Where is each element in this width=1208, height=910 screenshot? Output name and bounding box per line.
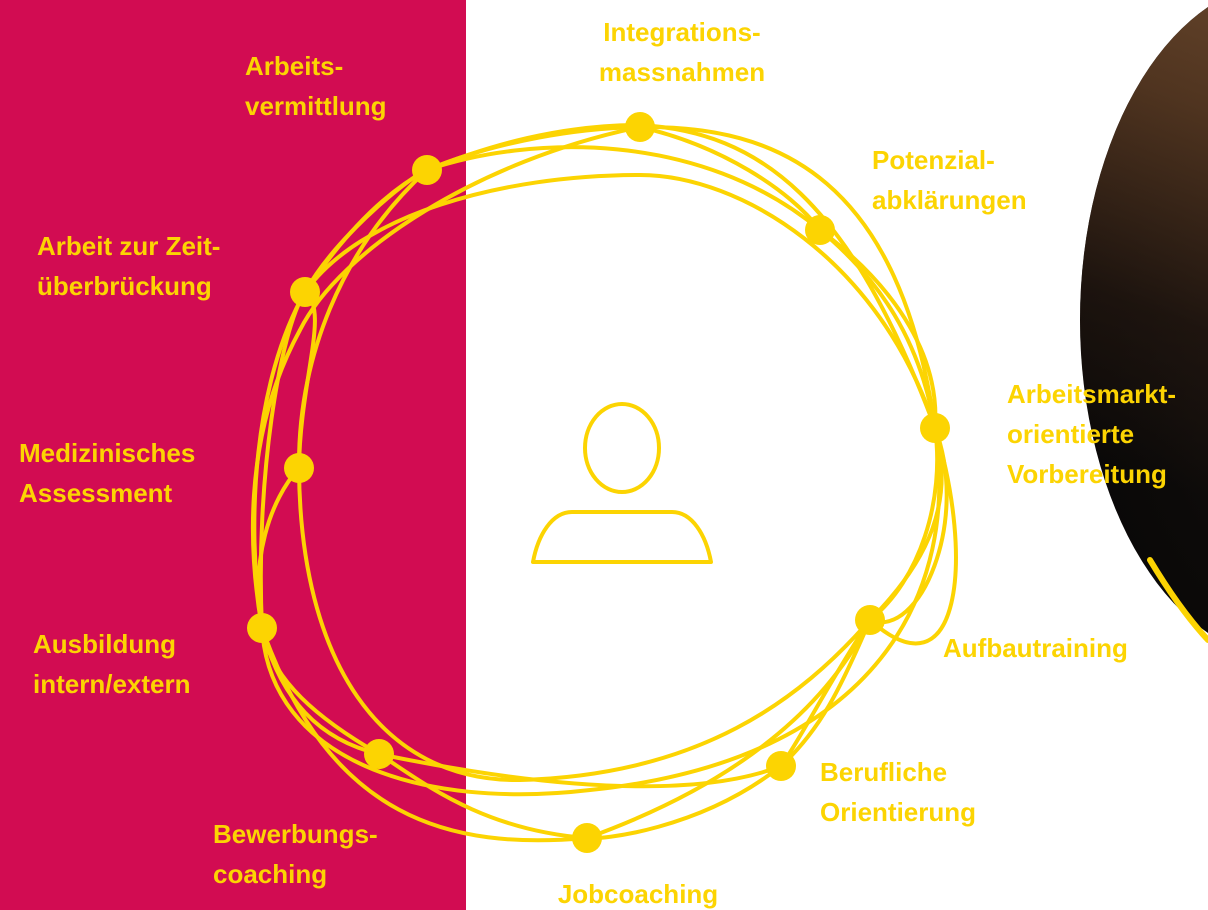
node-label-aufbautraining: Aufbautraining	[943, 628, 1128, 668]
node-label-line: Medizinisches	[19, 438, 196, 468]
loop-lines	[250, 122, 958, 843]
node-label-line: Integrations-	[603, 17, 761, 47]
node-label-potenzialabklaerungen: Potenzial-abklärungen	[872, 140, 1027, 220]
node-dot-medizinisches-assessment	[284, 453, 314, 483]
photo-rim	[1147, 557, 1208, 643]
node-label-bewerbungscoaching: Bewerbungs-coaching	[213, 814, 378, 894]
portrait-photo	[1080, 0, 1208, 660]
node-label-line: vermittlung	[245, 91, 387, 121]
node-label-line: Arbeitsmarkt-	[1007, 379, 1177, 409]
photo-hair	[1080, 0, 1208, 660]
person-body	[531, 510, 713, 564]
node-label-jobcoaching: Jobcoaching	[558, 874, 718, 910]
node-dots	[247, 112, 950, 853]
loop-line-5	[256, 145, 940, 789]
node-label-line: massnahmen	[598, 57, 766, 87]
node-label-line: Vorbereitung	[1007, 459, 1167, 489]
node-dot-arbeitsmarktorientierte-vorbereitung	[920, 413, 950, 443]
node-label-line: Ausbildung	[33, 629, 176, 659]
node-label-line: Arbeit zur Zeit-	[37, 231, 221, 261]
node-label-line: überbrückung	[37, 271, 212, 301]
node-dot-berufliche-orientierung	[766, 751, 796, 781]
node-label-integrationsmassnahmen: Integrations-massnahmen	[599, 12, 765, 92]
node-label-line: orientierte	[1007, 419, 1135, 449]
node-dot-aufbautraining	[855, 605, 885, 635]
node-label-line: Potenzial-	[872, 145, 995, 175]
node-dot-ausbildung	[247, 613, 277, 643]
person-head	[583, 402, 661, 494]
person-icon	[531, 402, 713, 564]
node-label-line: Jobcoaching	[557, 879, 719, 909]
node-label-line: Arbeits-	[245, 51, 344, 81]
node-dot-potenzialabklaerungen	[805, 215, 835, 245]
node-dot-jobcoaching	[572, 823, 602, 853]
node-label-ausbildung: Ausbildung intern/extern	[33, 624, 191, 704]
node-dot-bewerbungscoaching	[364, 739, 394, 769]
node-dot-arbeitsvermittlung	[412, 155, 442, 185]
node-label-line: coaching	[213, 859, 328, 889]
node-label-line: Aufbautraining	[943, 633, 1128, 663]
node-label-line: Assessment	[19, 478, 173, 508]
loop-line-4	[252, 172, 944, 841]
node-label-line: intern/extern	[33, 669, 191, 699]
node-label-line: Berufliche	[820, 757, 948, 787]
loop-line-3	[250, 124, 949, 843]
node-label-line: abklärungen	[872, 185, 1027, 215]
node-label-arbeit-zur-zeitueberbrueckung: Arbeit zur Zeit-überbrückung	[37, 226, 220, 306]
node-dot-integrationsmassnahmen	[625, 112, 655, 142]
node-label-line: Orientierung	[820, 797, 977, 827]
node-label-arbeitsvermittlung: Arbeits-vermittlung	[245, 46, 387, 126]
node-dot-arbeit-zur-zeitueberbrueckung	[290, 277, 320, 307]
node-label-line: Bewerbungs-	[213, 819, 378, 849]
